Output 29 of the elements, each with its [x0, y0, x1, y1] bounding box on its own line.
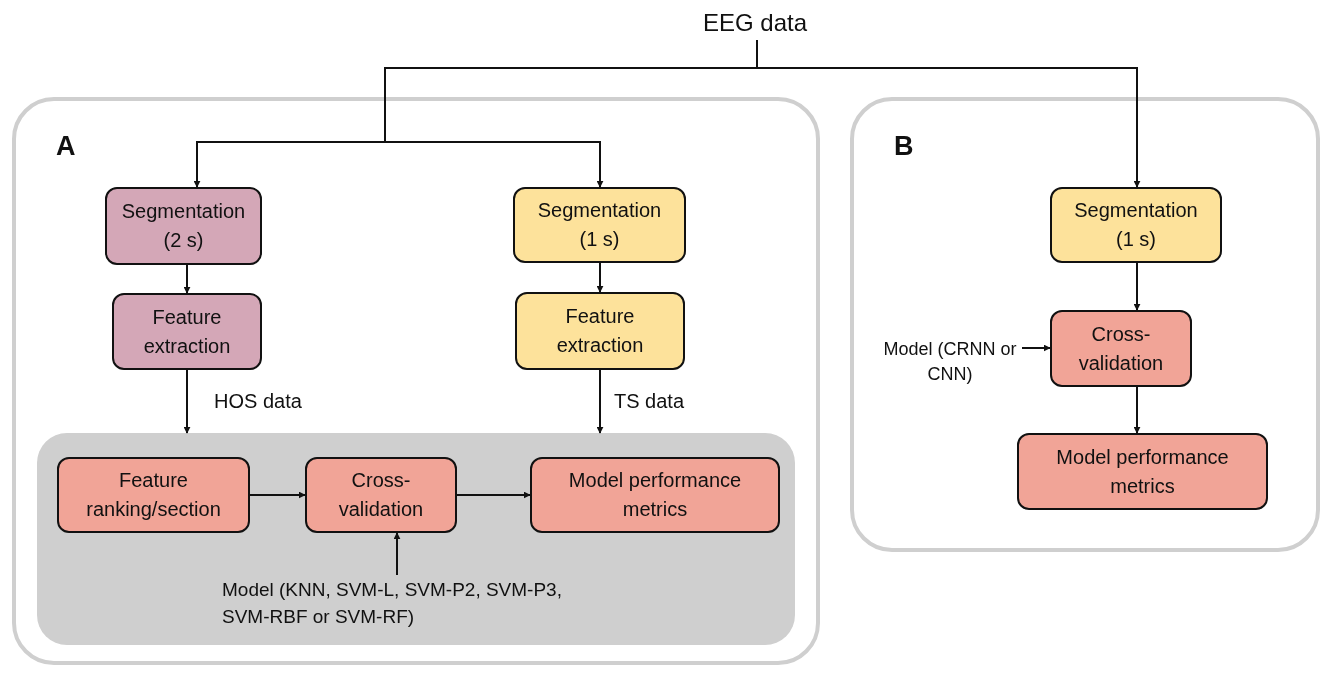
process-box: Feature extraction — [112, 293, 262, 370]
arrow — [1133, 386, 1141, 434]
panel-frame — [12, 97, 820, 665]
process-box: Model performance metrics — [530, 457, 780, 533]
process-box: Feature extraction — [515, 292, 685, 370]
arrow — [456, 491, 531, 499]
panel-letter: B — [894, 131, 914, 162]
process-box: Segmentation (2 s) — [105, 187, 262, 265]
arrow — [1021, 344, 1051, 352]
input-label: Model (CRNN or CNN) — [878, 333, 1022, 391]
arrow — [756, 39, 1141, 188]
input-label: Model (KNN, SVM-L, SVM-P2, SVM-P3, SVM-RBF or SVM-RF) — [222, 575, 567, 633]
arrow — [183, 264, 191, 294]
arrow — [249, 491, 306, 499]
arrow — [596, 369, 604, 434]
group-band — [37, 433, 795, 645]
arrow — [1133, 262, 1141, 311]
process-box: Model performance metrics — [1017, 433, 1268, 510]
panel-frame — [850, 97, 1320, 552]
process-box: Feature ranking/section — [57, 457, 250, 533]
arrow — [596, 262, 604, 293]
process-box: Cross-validation — [1050, 310, 1192, 387]
process-box: Cross-validation — [305, 457, 457, 533]
panel-letter: A — [56, 131, 76, 162]
process-box: Segmentation (1 s) — [513, 187, 686, 263]
input-label: EEG data — [680, 6, 830, 40]
process-box: Segmentation (1 s) — [1050, 187, 1222, 263]
arrow — [393, 532, 401, 576]
arrow — [183, 369, 191, 434]
